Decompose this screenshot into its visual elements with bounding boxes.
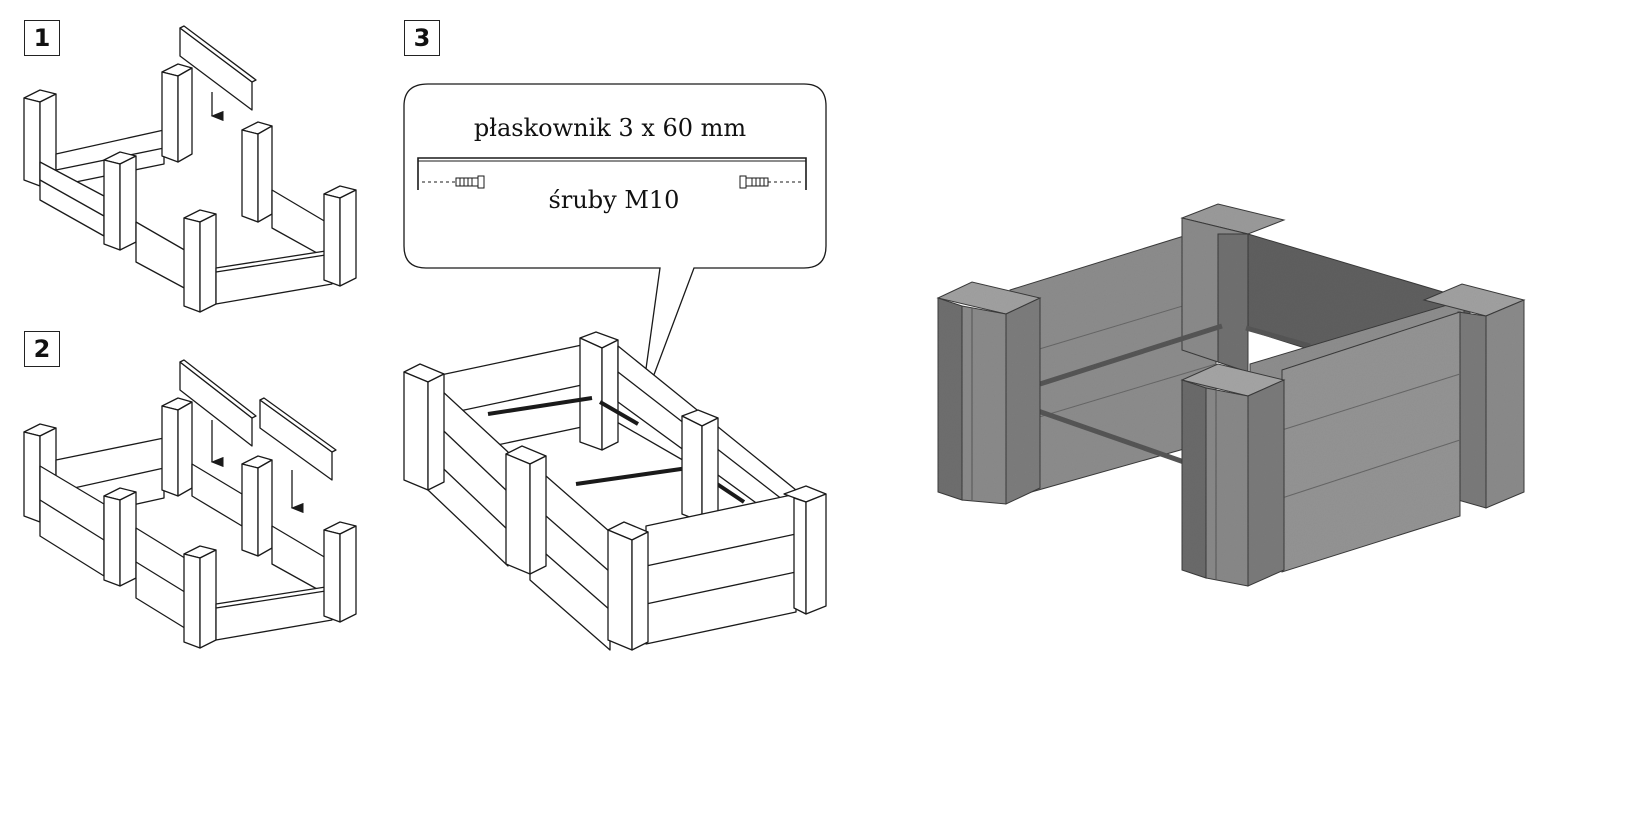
post (1180, 363, 1286, 587)
step-3-illustration (403, 331, 827, 651)
post (241, 455, 273, 557)
post (607, 521, 649, 651)
flat-bar-installed (1017, 323, 1311, 465)
step-2-badge: 2 (24, 331, 60, 367)
post (936, 281, 1042, 505)
panel (215, 585, 333, 641)
panel (215, 249, 333, 305)
post (161, 63, 193, 163)
bolt-right (739, 175, 802, 189)
post (241, 121, 273, 223)
step-1-badge: 1 (24, 20, 60, 56)
post (323, 521, 357, 623)
bolts-label: śruby M10 (549, 186, 680, 214)
step-3-badge: 3 (404, 20, 440, 56)
panel (135, 527, 189, 631)
panel (191, 463, 243, 527)
post (681, 409, 719, 523)
floating-board (179, 359, 257, 447)
post (323, 185, 357, 287)
bolt-left (422, 175, 485, 189)
post (103, 151, 137, 251)
post (23, 89, 57, 187)
post (783, 485, 827, 615)
post (183, 209, 217, 313)
flat-bar-label: płaskownik 3 x 60 mm (474, 114, 747, 142)
panel (645, 493, 797, 645)
step-1-illustration (23, 25, 357, 313)
panel (271, 525, 327, 595)
floating-board (179, 25, 257, 111)
post (161, 397, 193, 497)
floating-board (259, 397, 337, 481)
post (505, 445, 547, 575)
rendered-bed-view (936, 203, 1526, 587)
post (403, 363, 445, 491)
post (103, 487, 137, 587)
flat-bar (417, 157, 807, 190)
callout-bubble: płaskownik 3 x 60 mm śruby M10 (403, 83, 827, 413)
panel (135, 221, 189, 291)
panel (271, 189, 327, 259)
post (183, 545, 217, 649)
post (579, 331, 619, 451)
step-2-illustration (23, 359, 357, 649)
flat-bar-installed (487, 396, 746, 504)
post (1422, 283, 1526, 509)
